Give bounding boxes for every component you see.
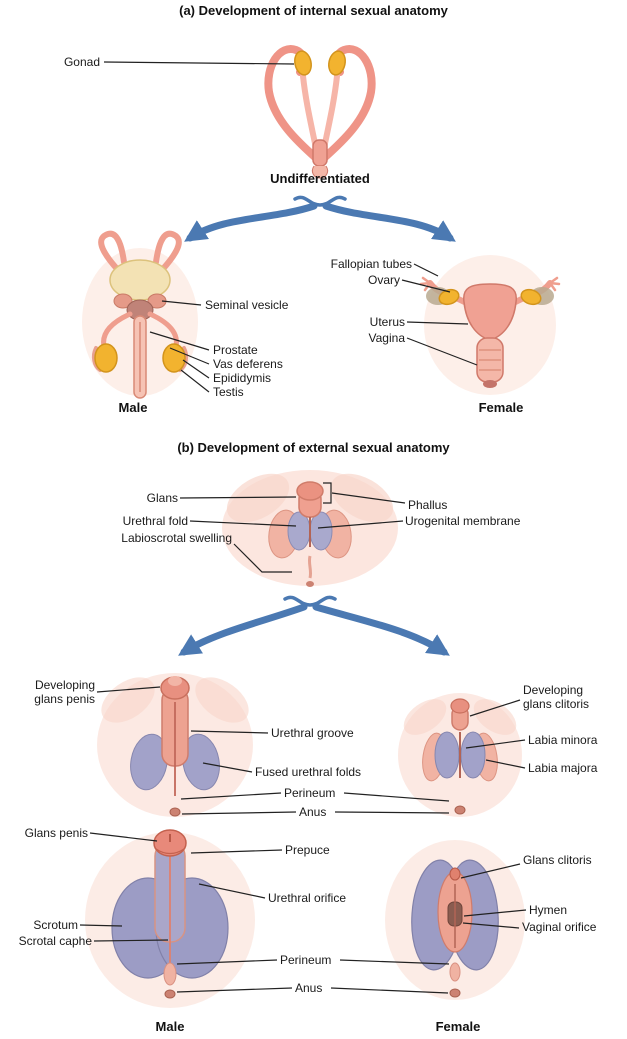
arrow-to-male [184, 202, 318, 242]
urethral-fold-shape [287, 511, 311, 551]
glans-clitoris-shape [449, 867, 461, 881]
section-a-title: (a) Development of internal sexual anato… [179, 3, 448, 18]
undifferentiated-external-illustration [222, 470, 398, 587]
arrow-to-male [178, 603, 308, 656]
label-urogenital-membrane: Urogenital membrane [405, 514, 521, 528]
branch-arrows-internal [184, 195, 456, 242]
label-perineum-bottom: Perineum [280, 953, 332, 967]
gonad-left [294, 50, 312, 76]
uterus-shape [462, 283, 518, 341]
female-internal-caption: Female [478, 400, 524, 415]
label-testis: Testis [213, 385, 244, 399]
label-epididymis: Epididymis [213, 371, 272, 385]
female-internal-illustration [419, 255, 561, 395]
late-female-external-illustration [385, 840, 525, 1000]
label-vagina: Vagina [368, 331, 405, 345]
male-internal-illustration [82, 230, 198, 399]
label-anus-mid: Anus [299, 805, 327, 819]
arrow-to-female [322, 202, 456, 242]
label-uterus: Uterus [369, 315, 405, 329]
perineum-shape [163, 962, 177, 986]
label-gonad: Gonad [63, 55, 100, 69]
undifferentiated-caption: Undifferentiated [270, 171, 370, 186]
label-labia-majora: Labia majora [528, 761, 598, 775]
label-prostate: Prostate [213, 343, 258, 357]
section-b-title: (b) Development of external sexual anato… [177, 440, 450, 455]
testis-shape [94, 343, 118, 373]
anus-shape [169, 807, 181, 817]
arrow-to-female [312, 603, 450, 656]
ovary-shape [438, 288, 460, 306]
early-female-external-illustration [398, 693, 522, 817]
bladder [109, 259, 171, 301]
brace [293, 195, 347, 207]
leader-lines [79, 61, 527, 994]
label-perineum-mid: Perineum [284, 786, 336, 800]
late-male-external-illustration [85, 829, 255, 1008]
label-glans-penis: Glans penis [24, 826, 88, 840]
branch-arrows-external [178, 595, 450, 656]
label-fallopian-tubes: Fallopian tubes [330, 257, 412, 271]
label-urethral-fold: Urethral fold [122, 514, 188, 528]
female-external-caption: Female [435, 1019, 481, 1034]
anus-shape [164, 989, 176, 999]
label-prepuce: Prepuce [285, 843, 330, 857]
anus-shape [449, 988, 461, 998]
label-urethral-groove: Urethral groove [271, 726, 354, 740]
label-developing-glans-clitoris: Developing glans clitoris [523, 683, 590, 712]
label-fused-urethral-folds: Fused urethral folds [255, 765, 362, 779]
perineum-shape [449, 962, 461, 982]
gonad-right [328, 50, 346, 76]
label-scrotum: Scrotum [33, 918, 78, 932]
label-vaginal-orifice: Vaginal orifice [522, 920, 597, 934]
developing-glans-clitoris-shape [450, 698, 470, 714]
label-labioscrotal-swelling: Labioscrotal swelling [121, 531, 232, 545]
label-glans-clitoris: Glans clitoris [523, 853, 592, 867]
label-anus-bottom: Anus [295, 981, 323, 995]
glans-phallus-bracket [323, 482, 332, 504]
undifferentiated-internal-illustration [264, 45, 376, 179]
anus-shape [454, 805, 466, 815]
label-scrotal-raphe: Scrotal caphe [18, 934, 92, 948]
label-vas-deferens: Vas deferens [213, 357, 283, 371]
male-internal-caption: Male [118, 400, 148, 415]
label-ovary: Ovary [367, 273, 400, 287]
brace [283, 595, 337, 607]
label-glans: Glans [146, 491, 178, 505]
labia-minora-shape [434, 731, 460, 779]
glans-penis-shape [153, 829, 187, 857]
male-external-caption: Male [155, 1019, 185, 1034]
label-labia-minora: Labia minora [528, 733, 598, 747]
label-seminal-vesicle: Seminal vesicle [205, 298, 289, 312]
label-urethral-orifice: Urethral orifice [268, 891, 347, 905]
early-male-external-illustration [97, 673, 253, 817]
label-developing-glans-penis: Developing glans penis [34, 678, 95, 707]
label-phallus: Phallus [408, 498, 448, 512]
label-hymen: Hymen [529, 903, 568, 917]
